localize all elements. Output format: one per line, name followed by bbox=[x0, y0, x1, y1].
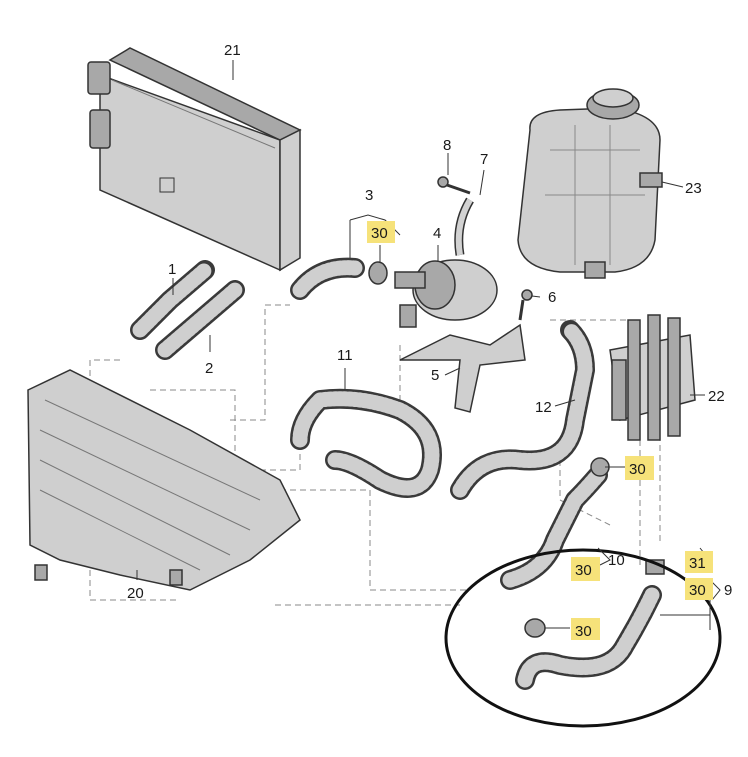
callout-1: 1 bbox=[168, 261, 176, 278]
callout-30c: 30 bbox=[575, 562, 592, 579]
part-7-clamp-strap bbox=[454, 197, 474, 256]
callout-2: 2 bbox=[205, 360, 213, 377]
callout-22: 22 bbox=[708, 388, 725, 405]
hose-12 bbox=[450, 320, 595, 500]
highlight-boxes bbox=[367, 221, 713, 640]
part-6-screw bbox=[518, 289, 533, 321]
callout-30b: 30 bbox=[629, 461, 646, 478]
part-21-module bbox=[87, 47, 302, 272]
hose-3 bbox=[290, 257, 365, 300]
callout-4: 4 bbox=[433, 225, 441, 242]
part-8-screw bbox=[437, 176, 471, 195]
hose-2 bbox=[155, 280, 245, 360]
hose-10 bbox=[500, 465, 608, 590]
callout-labels: 21 8 7 23 3 30 4 1 6 11 2 5 22 12 30 10 … bbox=[127, 42, 732, 640]
hose-1 bbox=[130, 260, 215, 340]
callout-23: 23 bbox=[685, 180, 702, 197]
callout-6: 6 bbox=[548, 289, 556, 306]
hose-9 bbox=[515, 585, 662, 690]
callout-5: 5 bbox=[431, 367, 439, 384]
callout-10: 10 bbox=[608, 552, 625, 569]
part-20-battery-tray bbox=[27, 369, 301, 591]
callout-3: 3 bbox=[365, 187, 373, 204]
callout-21: 21 bbox=[224, 42, 241, 59]
callout-9: 9 bbox=[724, 582, 732, 599]
callout-7: 7 bbox=[480, 151, 488, 168]
highlight-ellipse bbox=[444, 548, 722, 728]
hose-clamps bbox=[368, 261, 665, 638]
callout-12: 12 bbox=[535, 399, 552, 416]
callout-31: 31 bbox=[689, 555, 706, 572]
callout-30e: 30 bbox=[575, 623, 592, 640]
callout-20: 20 bbox=[127, 585, 144, 602]
part-4-pump bbox=[394, 259, 498, 328]
callout-11: 11 bbox=[337, 347, 353, 364]
callout-30a: 30 bbox=[371, 225, 388, 242]
hose-11 bbox=[290, 388, 442, 498]
callout-30d: 30 bbox=[689, 582, 706, 599]
part-5-bracket bbox=[399, 323, 526, 413]
part-22-distributor bbox=[609, 314, 696, 441]
callout-8: 8 bbox=[443, 137, 451, 154]
part-23-expansion-tank bbox=[517, 88, 663, 279]
